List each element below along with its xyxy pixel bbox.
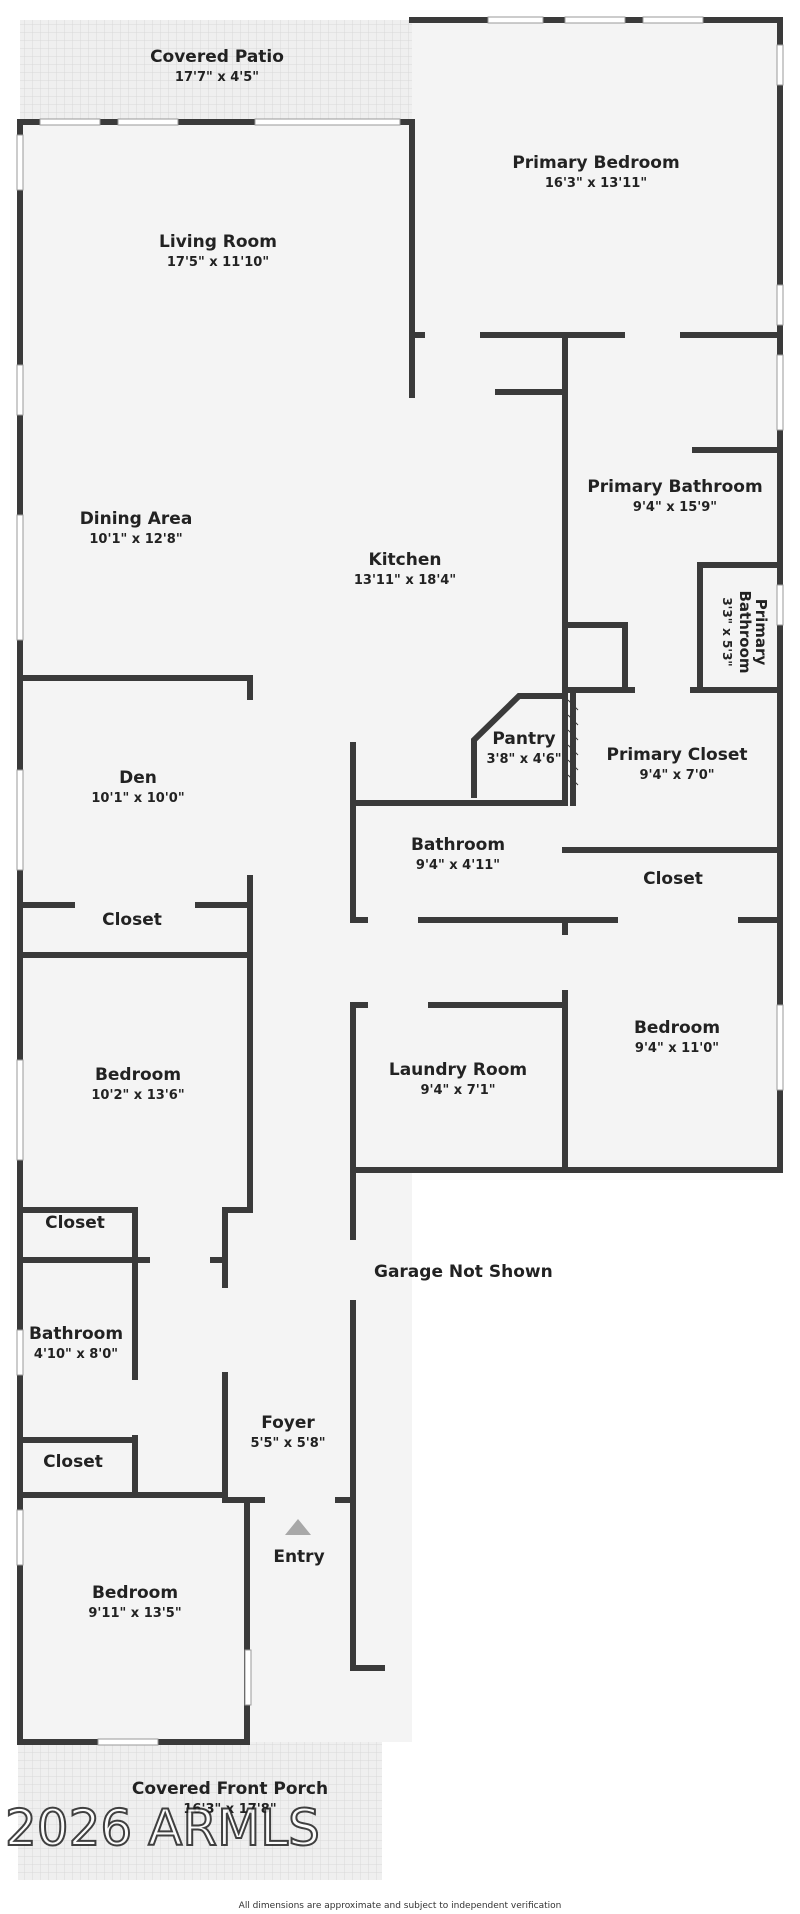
windows — [16, 16, 784, 1746]
svg-text:16'3" x 17'8": 16'3" x 17'8" — [183, 1802, 276, 1817]
room-label-primary-bedroom: Primary Bedroom — [512, 153, 679, 173]
garage-note: Garage Not Shown — [374, 1262, 553, 1282]
room-label-living-room: Living Room — [159, 232, 277, 252]
svg-text:9'4" x 11'0": 9'4" x 11'0" — [635, 1041, 719, 1056]
room-label-bedroom-bottom: Bedroom — [92, 1583, 178, 1603]
room-label-covered-front-porch: Covered Front Porch — [132, 1779, 328, 1799]
room-label-closet-den: Closet — [102, 910, 162, 930]
room-label-laundry-room: Laundry Room — [389, 1060, 527, 1080]
svg-text:16'3" x 13'11": 16'3" x 13'11" — [545, 176, 647, 191]
svg-text:17'5" x 11'10": 17'5" x 11'10" — [167, 255, 269, 270]
svg-text:10'2" x 13'6": 10'2" x 13'6" — [91, 1088, 184, 1103]
room-label-den: Den — [119, 768, 157, 788]
svg-text:9'4" x 15'9": 9'4" x 15'9" — [633, 500, 717, 515]
room-labels: Covered Patio 17'7" x 4'5" Primary Bedro… — [29, 47, 770, 1817]
room-label-pantry: Pantry — [492, 729, 555, 749]
svg-text:4'10" x 8'0": 4'10" x 8'0" — [34, 1347, 118, 1362]
svg-text:3'8" x 4'6": 3'8" x 4'6" — [486, 752, 561, 767]
watermark: 2026 ARMLS — [5, 1799, 320, 1857]
svg-text:9'11" x 13'5": 9'11" x 13'5" — [88, 1606, 181, 1621]
room-label-primary-bathroom: Primary Bathroom — [587, 477, 762, 497]
room-label-foyer: Foyer — [261, 1413, 315, 1433]
svg-text:13'11" x 18'4": 13'11" x 18'4" — [354, 573, 456, 588]
room-label-bathroom-left: Bathroom — [29, 1324, 123, 1344]
svg-text:3'3" x 5'3": 3'3" x 5'3" — [720, 597, 734, 666]
room-label-closet-bottom: Closet — [43, 1452, 103, 1472]
room-label-primary-closet: Primary Closet — [607, 745, 748, 765]
footer-disclaimer: All dimensions are approximate and subje… — [239, 1901, 562, 1911]
room-label-bathroom-hall: Bathroom — [411, 835, 505, 855]
room-label-primary-bathroom-small: Primary Bathroom 3'3" x 5'3" — [720, 590, 770, 673]
svg-text:9'4" x 4'11": 9'4" x 4'11" — [416, 858, 500, 873]
primary-wing-floor — [412, 20, 780, 1170]
door-openings — [75, 332, 738, 1503]
covered-front-porch-area — [18, 1745, 382, 1880]
svg-text:9'4" x 7'0": 9'4" x 7'0" — [639, 768, 714, 783]
room-label-closet-middle: Closet — [45, 1213, 105, 1233]
room-label-bedroom-middle: Bedroom — [95, 1065, 181, 1085]
room-label-kitchen: Kitchen — [369, 550, 442, 570]
entry-arrow-icon — [285, 1519, 311, 1535]
svg-text:10'1" x 10'0": 10'1" x 10'0" — [91, 791, 184, 806]
pantry-door-hatch — [567, 699, 579, 786]
svg-text:17'7" x 4'5": 17'7" x 4'5" — [175, 70, 259, 85]
room-label-bedroom-right: Bedroom — [634, 1018, 720, 1038]
room-label-dining-area: Dining Area — [80, 509, 193, 529]
house-floor — [20, 122, 412, 1742]
room-label-covered-patio: Covered Patio — [150, 47, 284, 67]
svg-text:10'1" x 12'8": 10'1" x 12'8" — [89, 532, 182, 547]
svg-text:9'4" x 7'1": 9'4" x 7'1" — [420, 1083, 495, 1098]
entry-label: Entry — [273, 1547, 324, 1567]
svg-text:Primary: Primary — [752, 599, 770, 666]
covered-patio-area — [20, 20, 412, 122]
svg-text:5'5" x 5'8": 5'5" x 5'8" — [250, 1436, 325, 1451]
room-label-closet-primary: Closet — [643, 869, 703, 889]
svg-text:Bathroom: Bathroom — [736, 590, 754, 673]
